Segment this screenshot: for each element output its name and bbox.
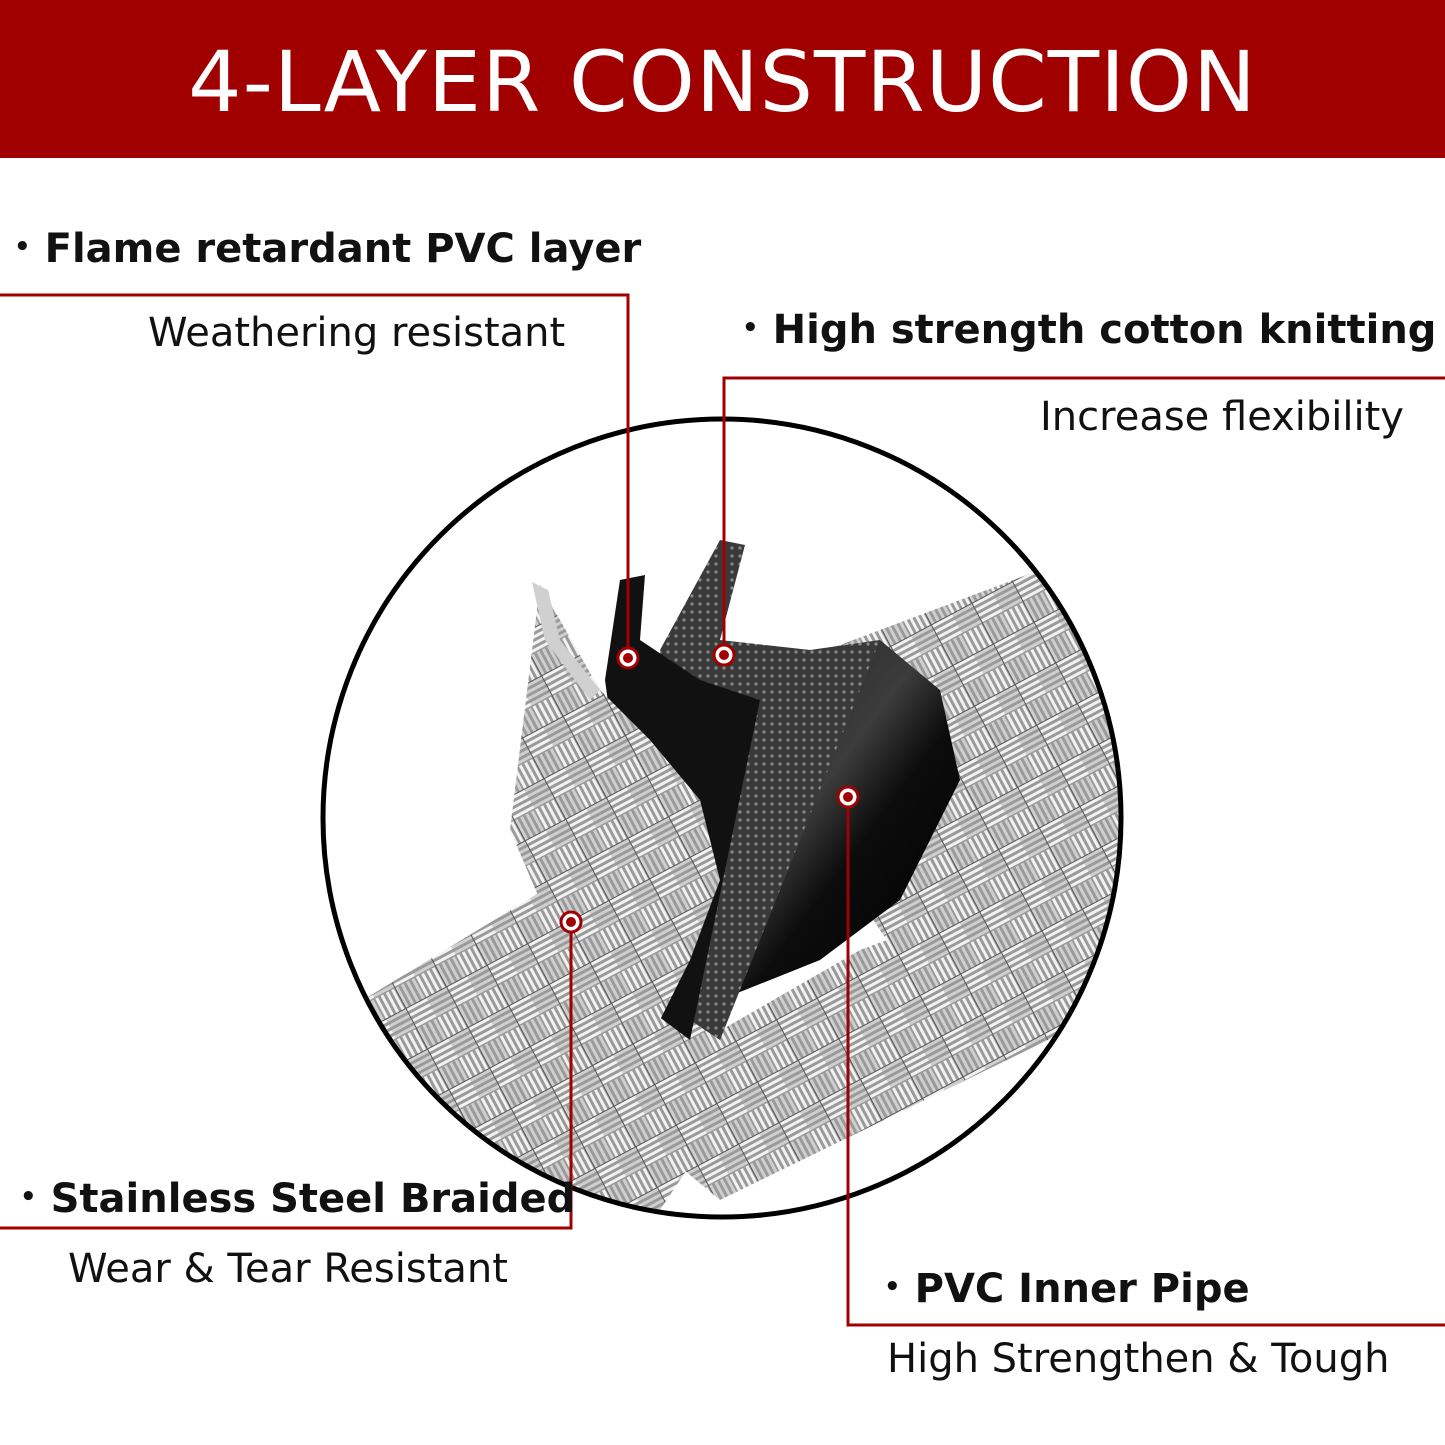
layer-title-pvc-inner: •PVC Inner Pipe (884, 1266, 1250, 1312)
leader-line-pvc-inner (846, 797, 1445, 1327)
leader-line-stainless-steel (0, 922, 573, 1230)
hose-frame-circle (320, 416, 1124, 1220)
bullet-icon: • (884, 1272, 901, 1302)
layer-subtitle-cotton-knitting: Increase flexibility (1040, 394, 1404, 440)
bullet-icon: • (742, 313, 759, 343)
layer-subtitle-pvc-inner: High Strengthen & Tough (887, 1336, 1390, 1382)
leader-line-cotton-knitting (722, 376, 1445, 655)
bullet-icon: • (20, 1182, 37, 1212)
layer-subtitle-flame-retardant: Weathering resistant (148, 310, 566, 356)
layer-title-cotton-knitting: •High strength cotton knitting (742, 307, 1437, 353)
layer-title-stainless-steel: •Stainless Steel Braided (20, 1176, 576, 1222)
layer-title-flame-retardant: •Flame retardant PVC layer (14, 226, 642, 272)
bullet-icon: • (14, 232, 31, 262)
leader-line-flame-retardant (0, 293, 630, 658)
header-banner: 4-LAYER CONSTRUCTION (0, 0, 1445, 158)
layer-subtitle-stainless-steel: Wear & Tear Resistant (68, 1246, 508, 1292)
page-title: 4-LAYER CONSTRUCTION (188, 33, 1257, 131)
